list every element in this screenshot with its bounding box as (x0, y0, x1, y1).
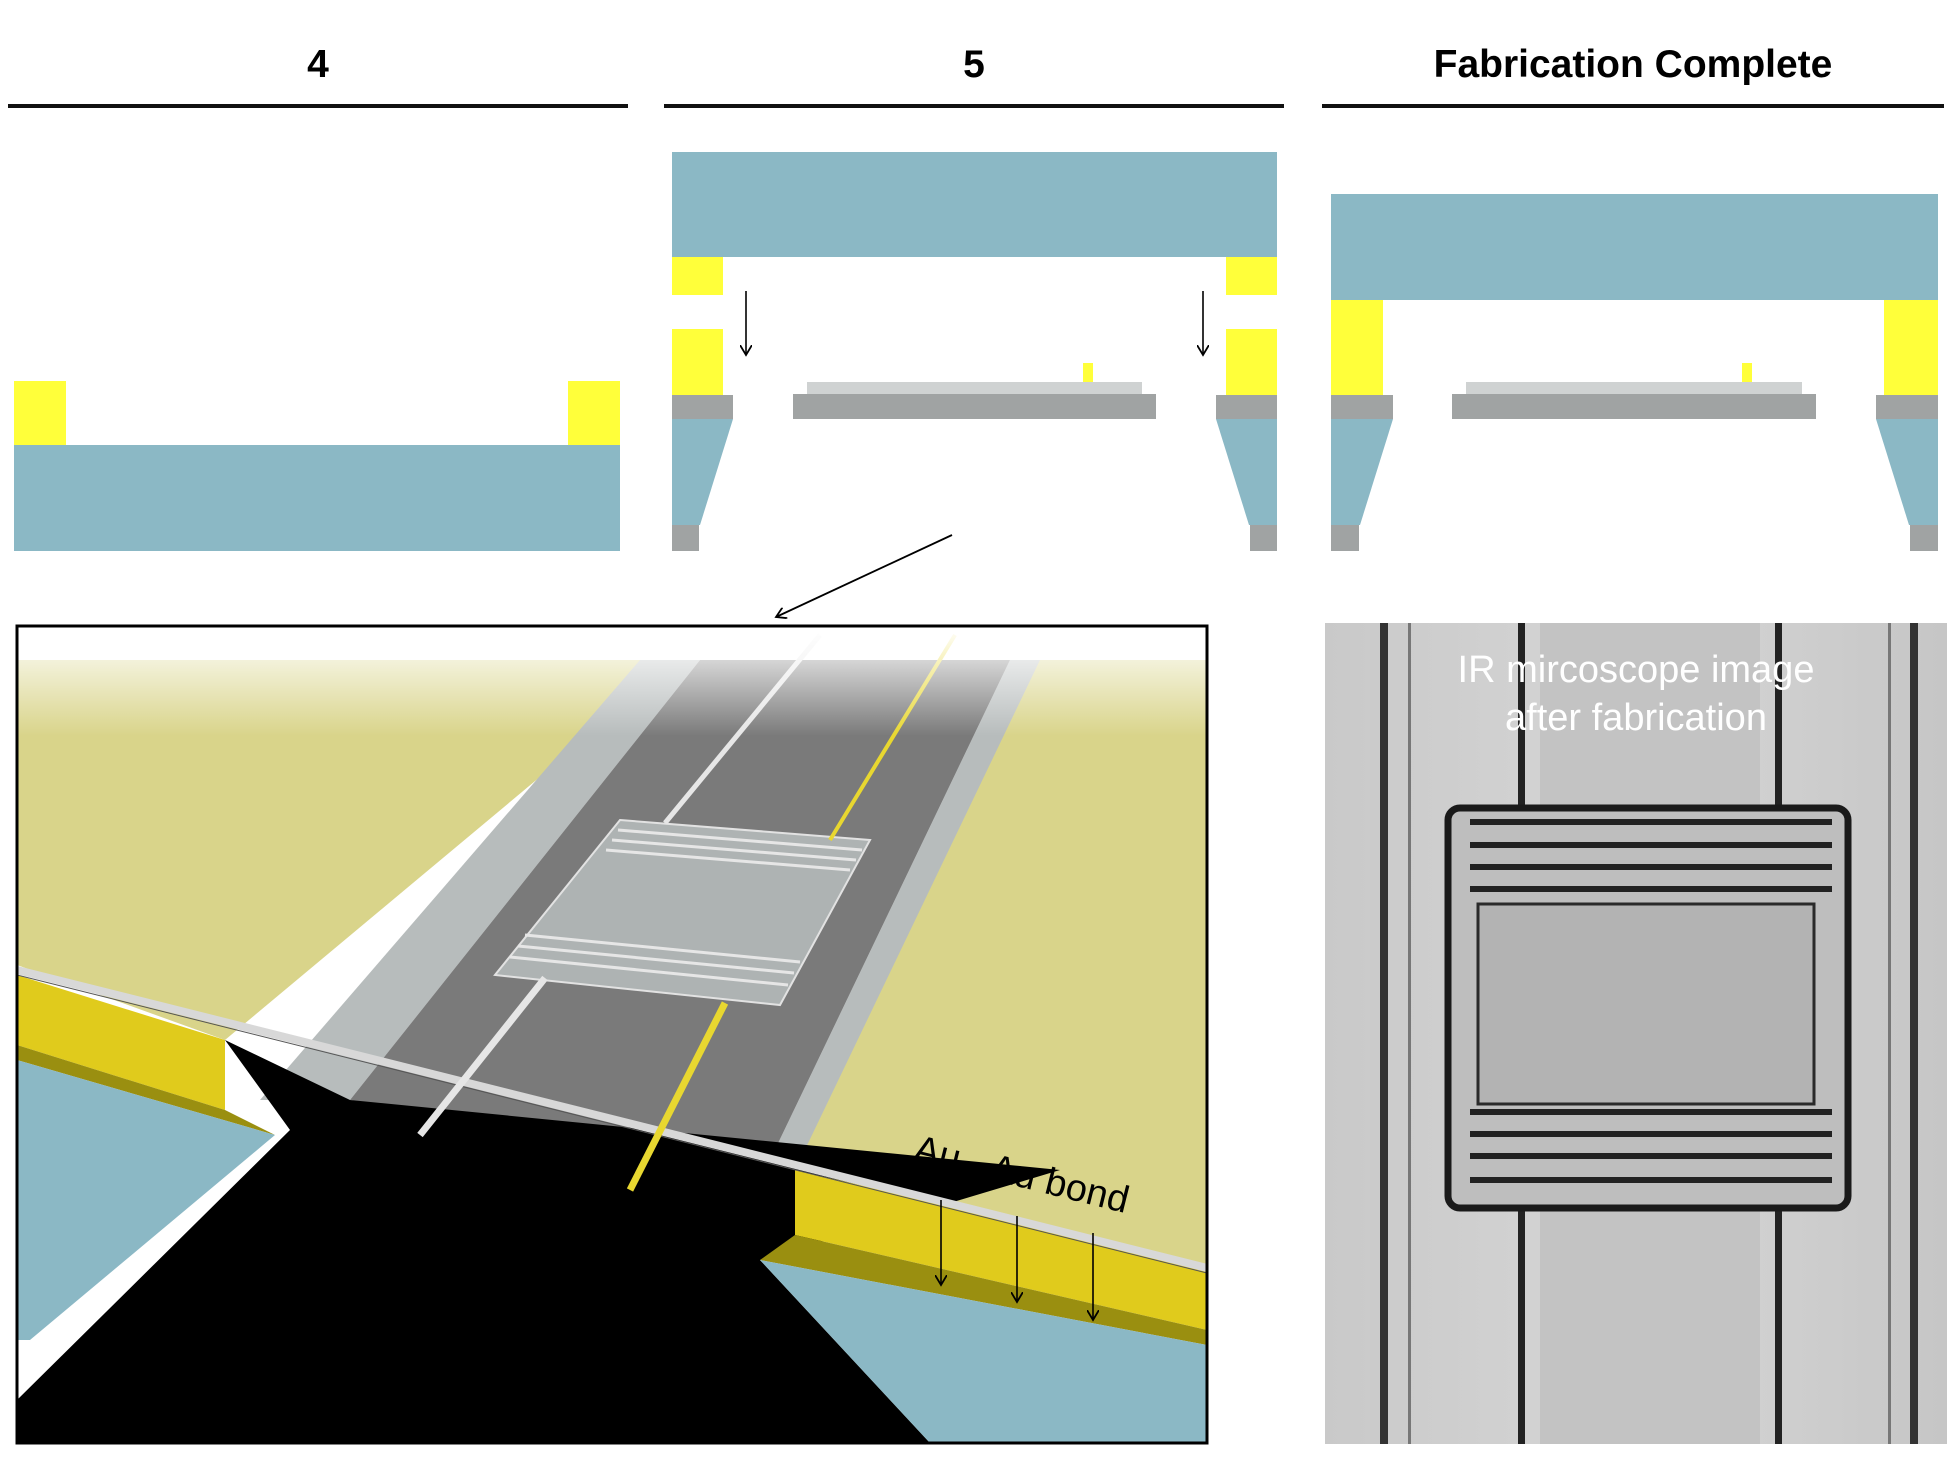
gold-pad-right (568, 381, 620, 445)
base-gray-left (672, 395, 733, 419)
cap-gold-right (1226, 257, 1277, 295)
heater-wire (1742, 363, 1752, 382)
step-4-title: 4 (307, 43, 329, 86)
base-foot-left (1331, 525, 1359, 551)
substrate-right (760, 1260, 1207, 1443)
serpentine-top (605, 828, 863, 872)
substrate-left (17, 1060, 275, 1340)
base-gray-right (1216, 395, 1277, 419)
base-gold-left (672, 329, 723, 395)
base-substrate-right (1876, 419, 1938, 525)
base-gray-left (1331, 395, 1393, 419)
base-foot-right (1250, 525, 1277, 551)
step-5-title: 5 (963, 43, 985, 86)
substrate-layer (14, 445, 620, 551)
ir-serpentine-bottom (1470, 1109, 1832, 1183)
lead-bottom-left (417, 975, 548, 1138)
gold-pad-left (14, 381, 66, 445)
serpentine-bottom (509, 933, 801, 987)
zoom-arrow (776, 534, 953, 617)
membrane (1452, 394, 1816, 419)
bonded-gold-left (1331, 300, 1383, 395)
base-foot-right (1910, 525, 1938, 551)
render-panel-frame (15, 624, 1209, 1445)
cap-wafer (672, 152, 1277, 257)
cap-gold-left (672, 257, 723, 295)
render-panel: Au - Au bond (17, 626, 1207, 1443)
channel-border-left (260, 660, 700, 1100)
step-5-cross-section (672, 152, 1277, 617)
step-4-rule (8, 104, 628, 108)
etched-void (17, 1040, 1060, 1443)
step-4-cross-section (14, 381, 620, 551)
membrane-top (1466, 382, 1802, 394)
heater-wire (1083, 363, 1093, 382)
gold-ridge-left-lower (17, 1045, 275, 1135)
step-complete-rule (1322, 104, 1944, 108)
ir-caption-line1: IR mircoscope image (1458, 649, 1815, 691)
membrane-top (807, 382, 1142, 394)
gold-ridge-left (17, 975, 225, 1110)
step-complete-title: Fabrication Complete (1433, 43, 1833, 86)
base-substrate-left (672, 419, 733, 525)
complete-cross-section (1331, 194, 1938, 551)
gold-field-right (795, 660, 1207, 1265)
bonded-gold-right (1884, 300, 1938, 395)
base-substrate-right (1216, 419, 1277, 525)
gold-ridge-right (795, 1170, 1207, 1330)
gold-field-left (17, 660, 680, 1040)
ir-microscope-image: IR mircoscope image after fabrication (1325, 623, 1947, 1444)
step-5-rule (664, 104, 1284, 108)
cap-edge-line (17, 966, 1207, 1272)
lead-bottom-right (626, 1001, 729, 1192)
base-gold-right (1226, 329, 1277, 395)
membrane (793, 394, 1156, 419)
ir-serpentine-top (1470, 819, 1832, 892)
base-foot-left (672, 525, 699, 551)
channel-border-right (770, 660, 1040, 1160)
ir-caption-line2: after fabrication (1505, 697, 1767, 739)
cap-wafer (1331, 194, 1938, 300)
base-gray-right (1876, 395, 1938, 419)
base-substrate-left (1331, 419, 1393, 525)
